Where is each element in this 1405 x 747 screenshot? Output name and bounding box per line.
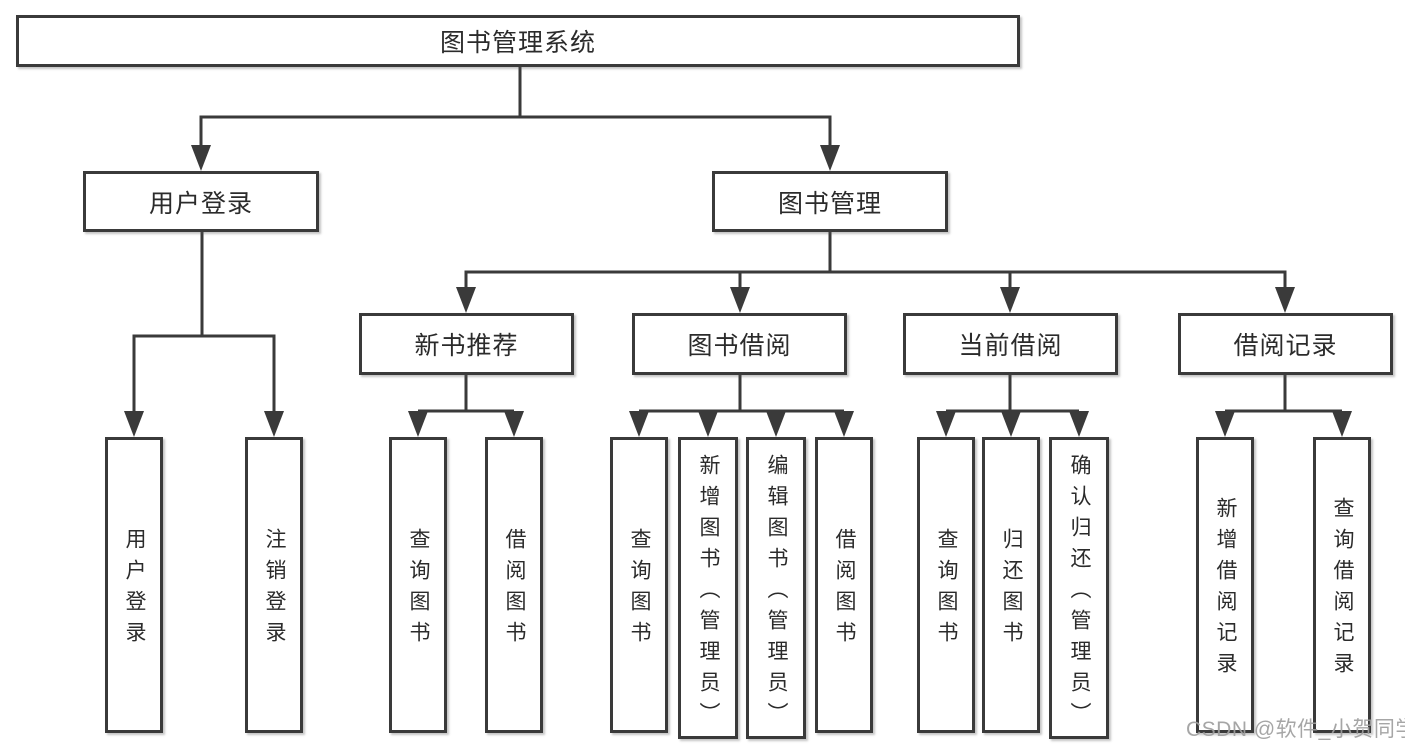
arrowhead-leaf-user-login (124, 411, 144, 437)
node-book-borrow: 图书借阅 (632, 313, 847, 375)
node-root: 图书管理系统 (16, 15, 1020, 67)
node-new-book-rec: 新书推荐 (359, 313, 574, 375)
leaf-br-query-record-label: 查询借阅记录 (1331, 497, 1354, 683)
arrowhead-user-login (191, 145, 211, 171)
leaf-cb-query-books-label: 查询图书 (935, 528, 958, 652)
leaf-br-add-record: 新增借阅记录 (1196, 437, 1254, 733)
leaf-logout: 注销登录 (245, 437, 303, 733)
node-current-borrow-label: 当前借阅 (958, 332, 1063, 360)
edge-user-login-bar (132, 334, 276, 411)
leaf-bb-borrow-books: 借阅图书 (815, 437, 873, 733)
connector-book-borrow-group (629, 375, 854, 437)
leaf-rec-query-books: 查询图书 (389, 437, 447, 733)
arrowhead-leaf-br-add (1215, 411, 1235, 437)
csdn-watermark: CSDN @软件_小贺同学 (1186, 718, 1405, 741)
node-book-mgmt-label: 图书管理 (777, 189, 882, 218)
arrowhead-leaf-logout (264, 411, 284, 437)
leaf-user-login-label: 用户登录 (123, 528, 146, 652)
node-current-borrow: 当前借阅 (903, 313, 1118, 375)
node-user-login-label: 用户登录 (148, 189, 253, 218)
leaf-bb-edit-books: 编辑图书（管理员） (746, 437, 806, 739)
arrowhead-leaf-cb-return (1001, 411, 1021, 437)
leaf-br-query-record: 查询借阅记录 (1313, 437, 1371, 733)
arrowhead-leaf-bb-add (698, 411, 718, 437)
leaf-cb-query-books: 查询图书 (917, 437, 975, 733)
arrowhead-leaf-cb-confirm (1069, 411, 1089, 437)
connector-new-book-rec-group (408, 375, 524, 437)
connector-root-to-level2 (191, 67, 840, 171)
leaf-logout-label: 注销登录 (263, 528, 286, 652)
leaf-bb-query-books-label: 查询图书 (628, 528, 651, 652)
arrowhead-leaf-bb-edit (766, 411, 786, 437)
connector-borrow-records-group (1215, 375, 1352, 437)
node-new-book-rec-label: 新书推荐 (414, 332, 519, 360)
leaf-rec-query-books-label: 查询图书 (407, 528, 430, 652)
arrowhead-leaf-rec-borrow (504, 411, 524, 437)
edge-root-bar (199, 115, 832, 145)
arrowhead-current-borrow (1000, 287, 1020, 313)
arrowhead-borrow-records (1275, 287, 1295, 313)
connector-user-login-group (124, 232, 284, 437)
arrowhead-leaf-rec-query (408, 411, 428, 437)
leaf-user-login: 用户登录 (105, 437, 163, 733)
arrowhead-book-borrow (730, 287, 750, 313)
arrowhead-leaf-cb-query (936, 411, 956, 437)
node-borrow-records-label: 借阅记录 (1233, 332, 1338, 360)
arrowhead-leaf-bb-query (629, 411, 649, 437)
leaf-cb-return-books-label: 归还图书 (1000, 528, 1023, 652)
node-book-borrow-label: 图书借阅 (687, 332, 792, 360)
leaf-bb-add-books-label: 新增图书（管理员） (697, 453, 720, 733)
leaf-cb-return-books: 归还图书 (982, 437, 1040, 733)
leaf-br-add-record-label: 新增借阅记录 (1214, 497, 1237, 683)
leaf-rec-borrow-books: 借阅图书 (485, 437, 543, 733)
leaf-bb-edit-books-label: 编辑图书（管理员） (765, 453, 788, 733)
connector-current-borrow-group (936, 375, 1089, 437)
node-user-login: 用户登录 (83, 171, 319, 232)
leaf-rec-borrow-books-label: 借阅图书 (503, 528, 526, 652)
leaf-bb-add-books: 新增图书（管理员） (678, 437, 738, 739)
node-book-mgmt: 图书管理 (712, 171, 948, 232)
node-root-label: 图书管理系统 (439, 29, 596, 57)
connector-book-mgmt-group (456, 232, 1295, 313)
arrowhead-leaf-br-query (1332, 411, 1352, 437)
arrowhead-leaf-bb-borrow (834, 411, 854, 437)
leaf-cb-confirm-return-label: 确认归还（管理员） (1068, 453, 1091, 733)
leaf-bb-query-books: 查询图书 (610, 437, 668, 733)
arrowhead-new-book-rec (456, 287, 476, 313)
node-borrow-records: 借阅记录 (1178, 313, 1393, 375)
arrowhead-book-mgmt (820, 145, 840, 171)
leaf-cb-confirm-return: 确认归还（管理员） (1049, 437, 1109, 739)
leaf-bb-borrow-books-label: 借阅图书 (833, 528, 856, 652)
edge-book-mgmt-bar (464, 270, 1287, 287)
